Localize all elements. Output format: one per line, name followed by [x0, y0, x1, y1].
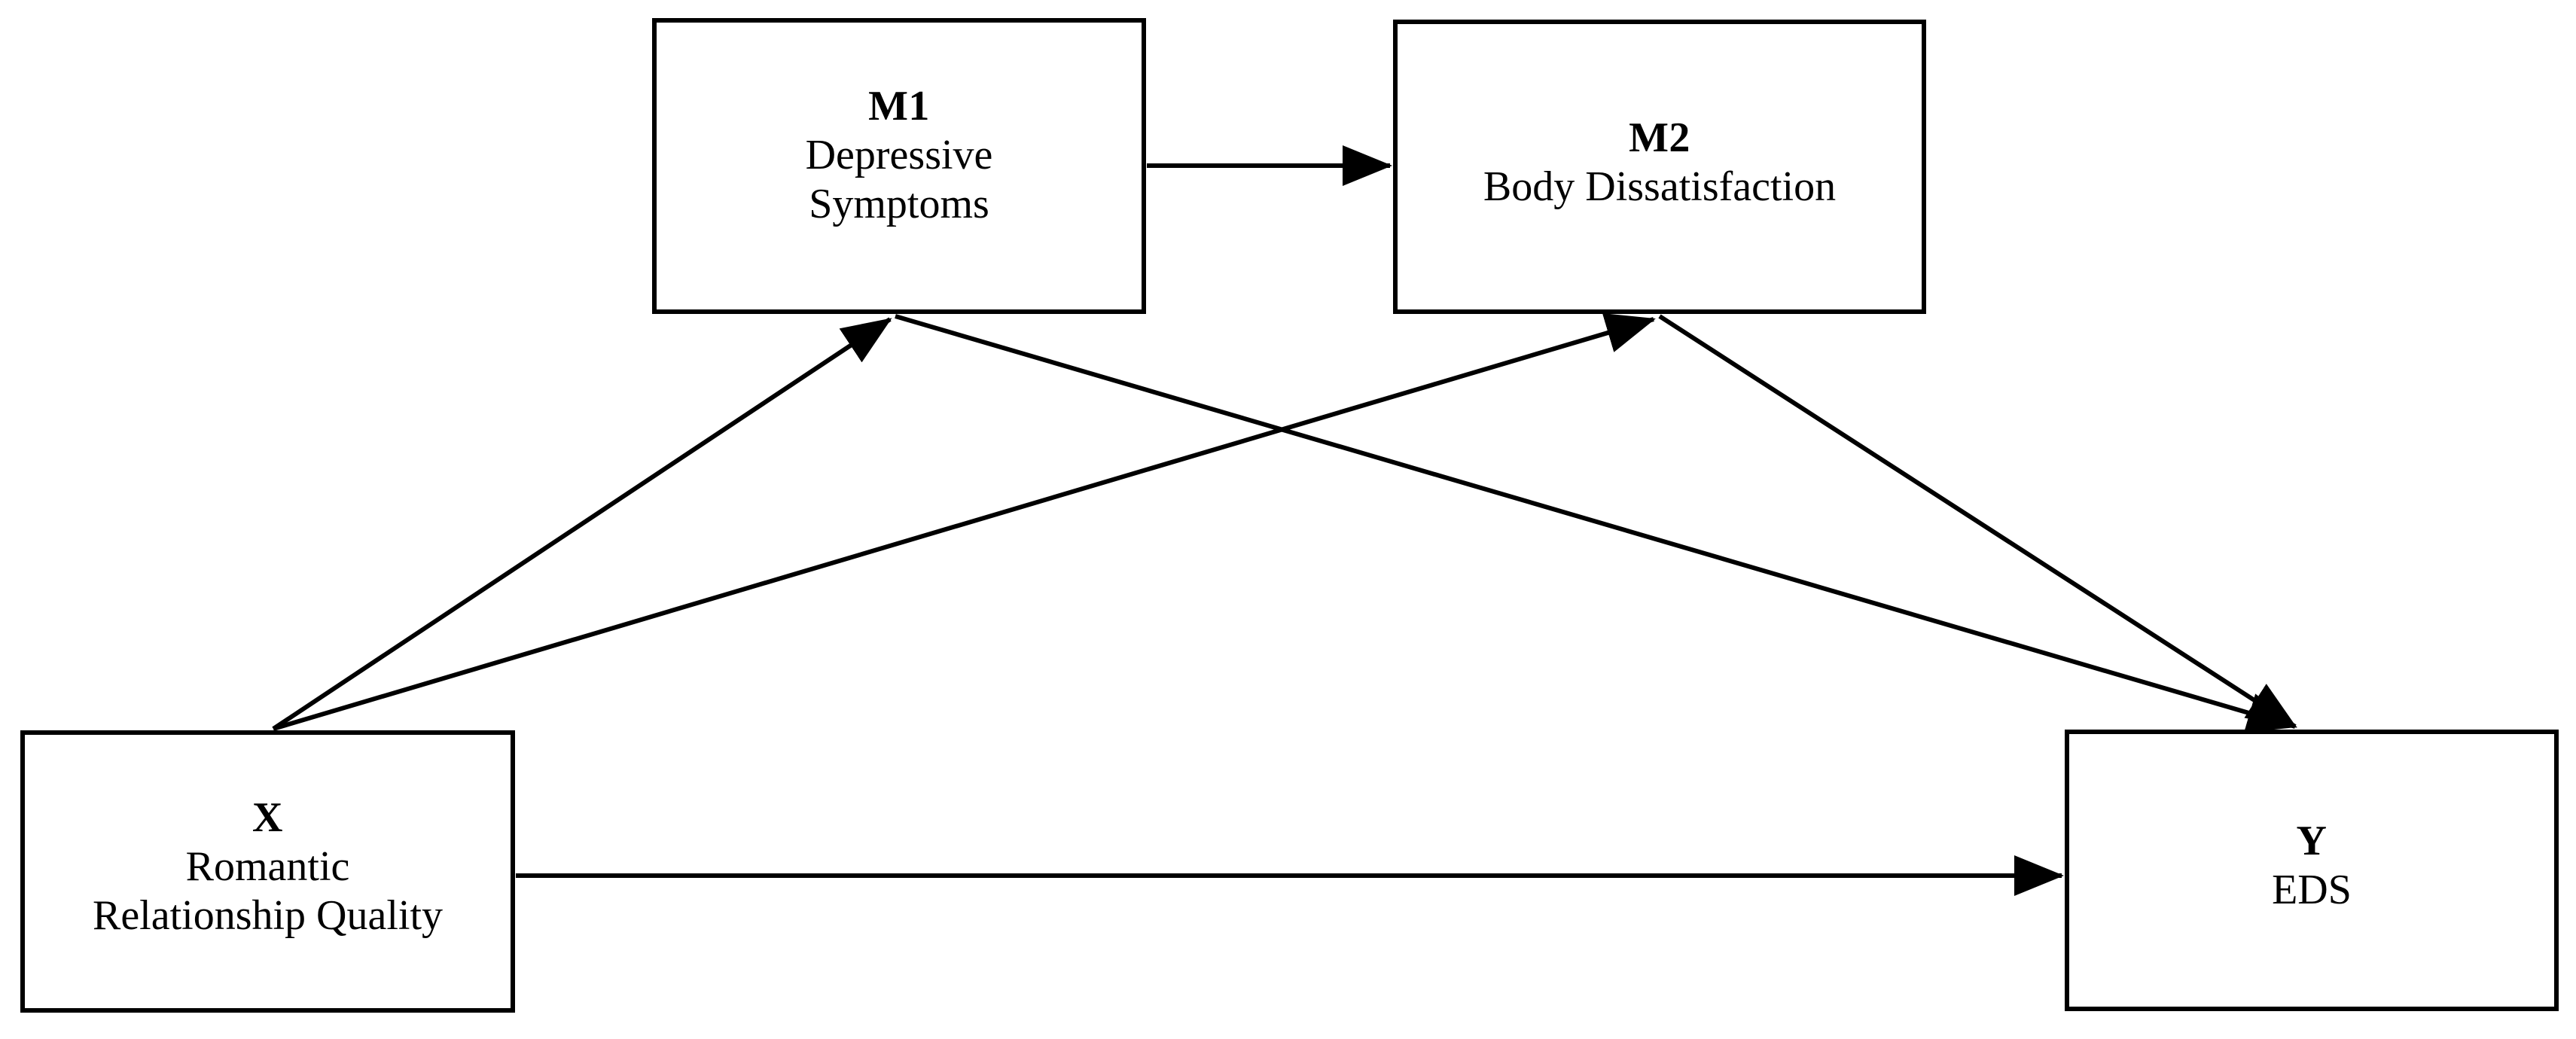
node-m1-text: M1 Depressive Symptoms — [806, 82, 993, 229]
node-m2-label-line-1: Body Dissatisfaction — [1483, 163, 1837, 210]
node-m1-code: M1 — [868, 83, 930, 130]
node-m2[interactable]: M2 Body Dissatisfaction — [1393, 20, 1926, 314]
edge-m1-to-y — [895, 314, 2297, 733]
edge-x-to-m2 — [273, 313, 1656, 731]
node-x-code: X — [252, 794, 283, 842]
node-x[interactable]: X Romantic Relationship Quality — [20, 730, 515, 1013]
node-m1-label-line-2: Symptoms — [809, 180, 989, 227]
node-x-label-line-1: Romantic — [185, 843, 350, 891]
node-m2-code: M2 — [1629, 114, 1690, 161]
edge-m2-to-y — [1658, 314, 2297, 729]
node-m1-label-line-1: Depressive — [805, 132, 993, 179]
node-m2-text: M2 Body Dissatisfaction — [1483, 114, 1836, 212]
node-y-code: Y — [2296, 818, 2328, 865]
node-x-text: X Romantic Relationship Quality — [93, 794, 443, 940]
node-y-text: Y EDS — [2272, 817, 2352, 915]
node-x-label-line-2: Relationship Quality — [92, 891, 444, 939]
node-y[interactable]: Y EDS — [2065, 730, 2559, 1011]
node-m1[interactable]: M1 Depressive Symptoms — [652, 18, 1146, 314]
node-y-label-line-1: EDS — [2272, 867, 2352, 913]
edge-x-to-m1 — [272, 317, 892, 731]
